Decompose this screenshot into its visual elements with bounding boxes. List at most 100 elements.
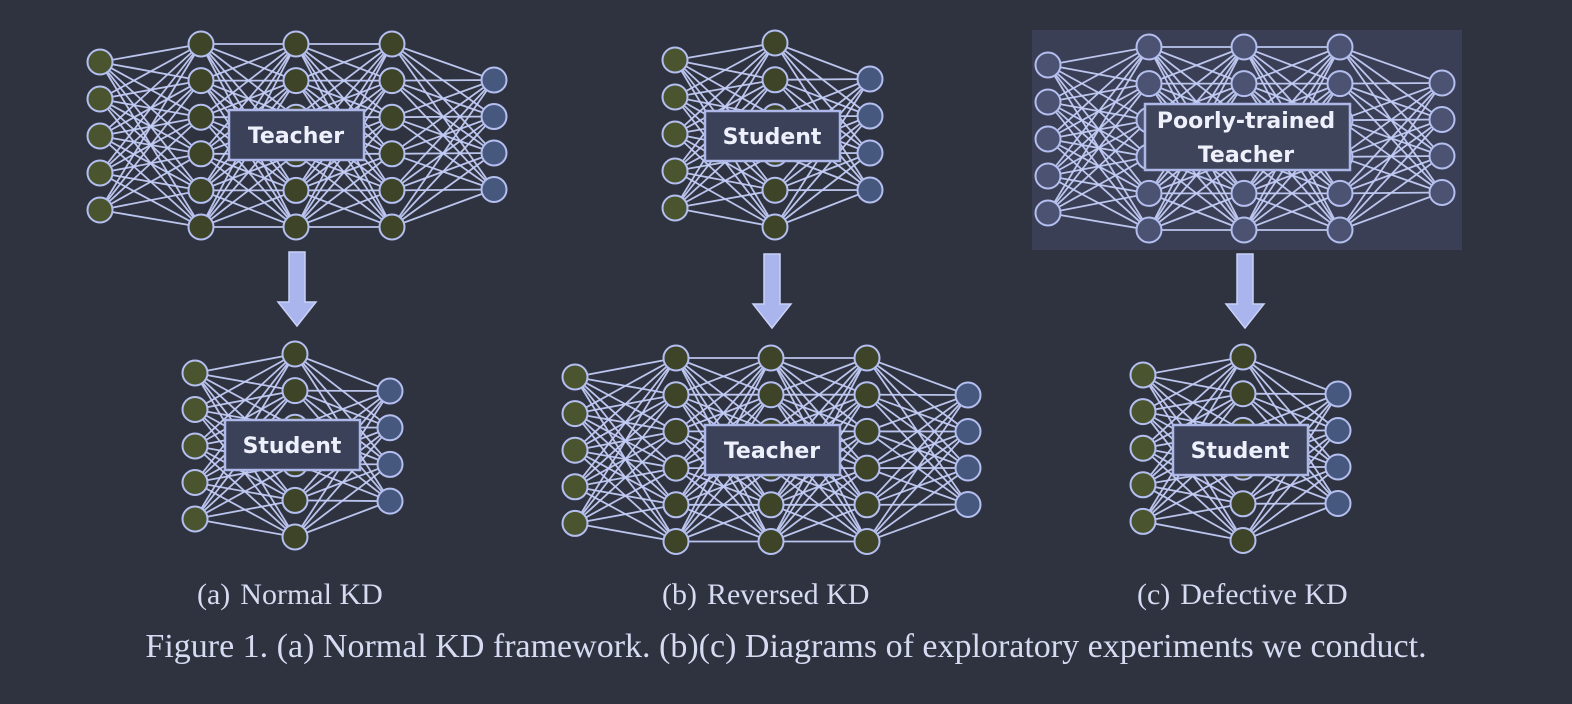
down-arrow-icon (1224, 253, 1266, 330)
network-edge (1339, 155, 1443, 231)
network-node (761, 66, 789, 94)
network-node (1229, 490, 1257, 518)
network-node (853, 381, 881, 409)
network-node (1135, 216, 1163, 244)
network-node (761, 29, 789, 57)
network-edge (1142, 356, 1244, 449)
network-edge (200, 43, 297, 118)
network-edge (1242, 466, 1339, 542)
network-node (480, 139, 508, 167)
network-edge (1243, 46, 1341, 85)
network-edge (294, 427, 391, 538)
network-edge (194, 499, 296, 520)
network-node (480, 66, 508, 94)
teacher-label: Teacher (248, 124, 344, 149)
network-edge (1148, 192, 1245, 231)
network-node (662, 417, 690, 445)
network-node (757, 528, 785, 555)
network-node (1135, 33, 1163, 61)
distillation-arrows (276, 251, 1266, 330)
network-node (1129, 507, 1157, 535)
network-edge (1047, 119, 1150, 214)
student-label: Student (723, 125, 822, 150)
network-node (1129, 361, 1157, 389)
network-node (561, 473, 589, 501)
network-node (954, 491, 982, 518)
network-edge (99, 153, 202, 211)
network-edge (866, 394, 969, 469)
network-edge (675, 357, 772, 433)
network-node (1324, 417, 1352, 444)
subcaption-tag: (c) (1137, 578, 1171, 611)
network-node (1034, 199, 1062, 227)
network-edge (774, 152, 871, 228)
network-edge (674, 42, 776, 135)
label-box-a-bottom: Student (223, 418, 362, 472)
subcaption-text: Normal KD (240, 578, 383, 611)
network-node (86, 85, 114, 113)
network-node (856, 139, 884, 167)
network-edge (1142, 502, 1244, 523)
network-edge (1339, 118, 1443, 231)
network-edge (391, 79, 495, 119)
network-node (954, 454, 982, 482)
network-node (86, 122, 114, 150)
network-node (378, 140, 406, 168)
network-edge (391, 79, 495, 228)
network-edge (99, 43, 202, 174)
network-node (661, 83, 689, 111)
network-edge (99, 43, 202, 63)
network-node (181, 469, 209, 496)
network-node (378, 67, 406, 95)
network-edge (1243, 192, 1341, 231)
network-node (1230, 33, 1258, 61)
network-edge (1047, 212, 1150, 231)
network-node (376, 377, 404, 405)
down-arrow-icon (751, 253, 793, 330)
network-node (1230, 179, 1258, 207)
network-edge (1142, 356, 1244, 376)
network-edge (770, 467, 868, 543)
network-node (1326, 70, 1354, 98)
network-node (1129, 471, 1157, 499)
teacher-network-b (561, 344, 982, 555)
network-edge (99, 80, 202, 211)
network-edge (1142, 356, 1244, 413)
network-node (1034, 162, 1062, 190)
network-edge (200, 43, 297, 82)
network-node (181, 505, 209, 533)
network-edge (574, 522, 677, 543)
subcaption-tag: (b) (662, 578, 697, 611)
network-node (853, 528, 881, 555)
network-node (181, 359, 209, 387)
label-box-a-top: Teacher (227, 108, 366, 162)
network-edge (194, 353, 296, 447)
network-edge (866, 503, 969, 543)
network-edge (574, 357, 677, 524)
network-edge (574, 467, 677, 525)
network-node (1135, 179, 1163, 207)
network-node (1230, 70, 1258, 98)
network-node (86, 48, 114, 76)
label-box-c-top: Poorly-trained Teacher (1143, 102, 1352, 172)
network-node (281, 523, 309, 551)
network-node (853, 344, 881, 372)
network-edge (574, 430, 677, 525)
network-node (1034, 51, 1062, 79)
network-node (662, 491, 690, 519)
network-node (561, 436, 589, 464)
network-node (856, 65, 884, 93)
network-edge (295, 116, 393, 228)
network-node (954, 418, 982, 445)
network-edge (391, 43, 495, 81)
network-edge (295, 43, 393, 82)
network-node (661, 157, 689, 185)
network-edge (200, 153, 297, 228)
network-node (856, 176, 884, 204)
subcaption-text: Reversed KD (706, 578, 870, 611)
network-edge (194, 463, 296, 520)
network-edge (99, 43, 202, 211)
network-edge (194, 353, 296, 484)
network-edge (99, 116, 202, 211)
